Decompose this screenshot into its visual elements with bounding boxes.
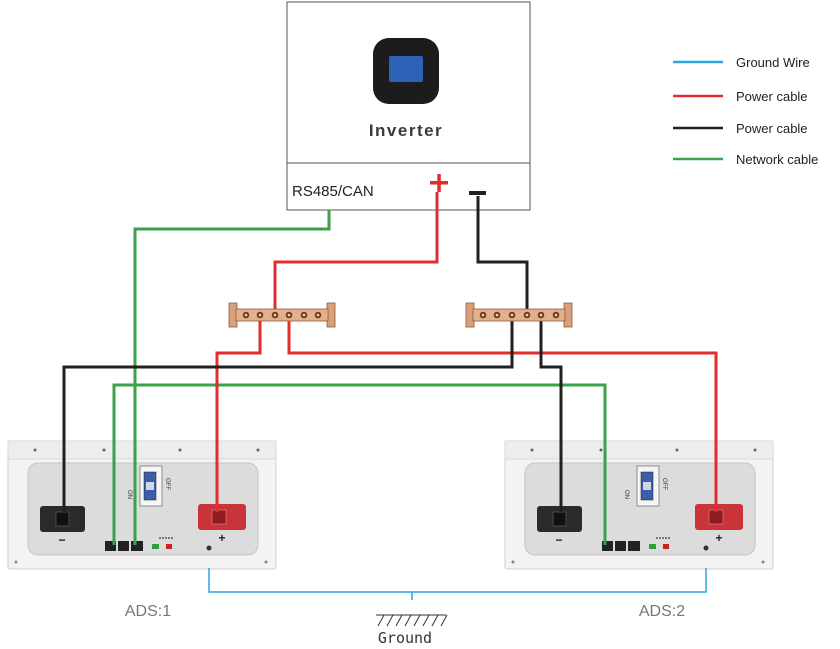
legend-label-power-negative: Power cable: [736, 121, 808, 136]
battery-1-ground-lug: [206, 545, 212, 551]
battery-2-panel: [524, 462, 756, 556]
battery-ads-1: − ON OFF +: [7, 440, 277, 570]
power-positive-busbar-to-battery-1: [215, 316, 262, 512]
busbar-positive: [228, 302, 336, 328]
power-positive-busbar-to-battery-2: [287, 316, 718, 512]
legend: Ground Wire Power cable Power cable Netw…: [673, 55, 818, 167]
network-cable-inverter-to-battery-1: [133, 210, 331, 545]
battery-1-reset-button[interactable]: [166, 544, 172, 549]
inverter-title: Inverter: [369, 121, 443, 140]
power-negative-inverter-to-busbar: [476, 196, 529, 316]
battery-2-off-label: OFF: [661, 478, 667, 490]
battery-1-port-3: [131, 541, 143, 551]
busbar-negative: [465, 302, 573, 328]
battery-1-plus-symbol: +: [218, 531, 225, 545]
battery-2-led: [649, 544, 656, 549]
ground-wire: [208, 568, 707, 593]
battery-1-port-2: [118, 541, 129, 551]
battery-1-minus-symbol: −: [58, 533, 65, 547]
battery-2-plus-symbol: +: [715, 531, 722, 545]
network-cable-battery-1-to-battery-2: [112, 383, 607, 545]
battery-1-label: ADS:1: [125, 603, 171, 620]
legend-label-network: Network cable: [736, 152, 818, 167]
inverter: Inverter RS485/CAN: [286, 1, 531, 211]
battery-1-port-1: [105, 541, 116, 551]
ground-label: Ground: [378, 629, 432, 647]
battery-1-off-label: OFF: [164, 478, 170, 490]
battery-2-on-label: ON: [623, 490, 629, 499]
battery-2-port-3: [628, 541, 640, 551]
inverter-body: [286, 1, 531, 211]
inverter-port-label: RS485/CAN: [292, 183, 374, 200]
battery-2-reset-button[interactable]: [663, 544, 669, 549]
power-positive-inverter-to-busbar: [273, 192, 439, 316]
battery-2-label: ADS:2: [639, 603, 685, 620]
power-negative-busbar-to-battery-2: [539, 316, 563, 512]
battery-1-top-rail: [7, 440, 277, 460]
battery-2-port-2: [615, 541, 626, 551]
battery-2-top-rail: [504, 440, 774, 460]
ground-symbol: [376, 614, 448, 627]
battery-1-on-label: ON: [126, 490, 132, 499]
power-negative-busbar-to-battery-1: [62, 316, 514, 512]
legend-label-ground-wire: Ground Wire: [736, 55, 810, 70]
battery-ads-2: − ON OFF +: [504, 440, 774, 570]
battery-1-panel: [27, 462, 259, 556]
battery-2-ground-lug: [703, 545, 709, 551]
battery-1-led: [152, 544, 159, 549]
inverter-screen: [389, 56, 423, 82]
inverter-positive-terminal: [430, 174, 448, 192]
inverter-negative-terminal: [469, 191, 486, 195]
legend-label-power-positive: Power cable: [736, 89, 808, 104]
battery-2-minus-symbol: −: [555, 533, 562, 547]
battery-2-port-1: [602, 541, 613, 551]
